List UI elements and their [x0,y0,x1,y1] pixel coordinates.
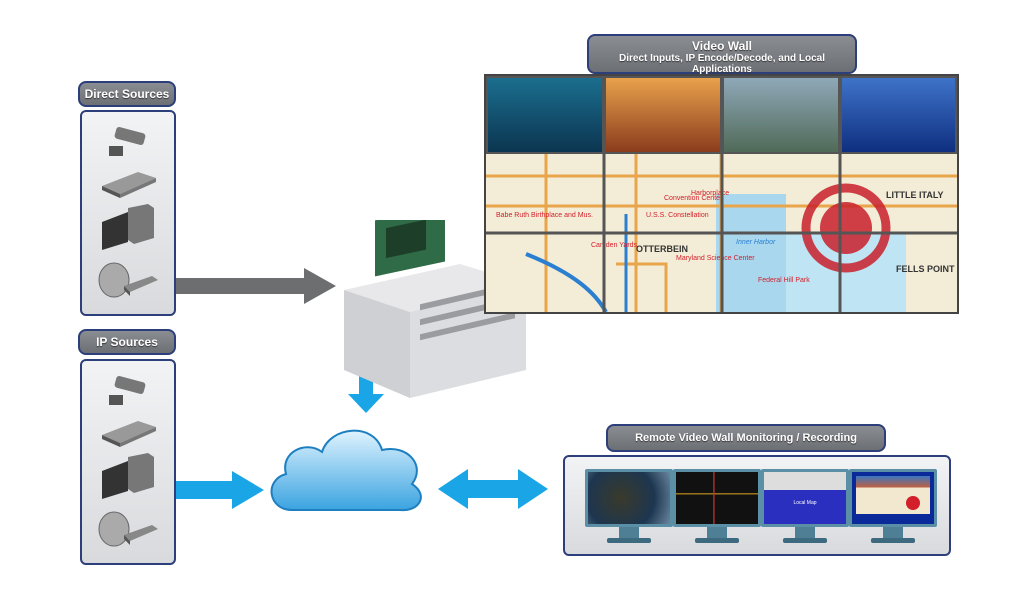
map-label: OTTERBEIN [636,244,688,254]
local-map-text: Local Map [764,472,846,524]
monitor-weather [585,469,673,543]
network-cloud-icon [270,429,422,512]
map-label: Camden Yards [591,242,638,249]
computer-icon [102,204,154,250]
computer-icon [102,453,154,499]
monitor-video-wall-preview [849,469,937,543]
satellite-receiver-icon [98,511,158,547]
ip-to-cloud-arrow [176,471,264,509]
direct-sources-panel [80,110,176,316]
map-label: U.S.S. Constellation [646,212,709,219]
remote-monitoring-label: Remote Video Wall Monitoring / Recording [606,424,886,452]
video-wall-subtitle: Direct Inputs, IP Encode/Decode, and Loc… [619,53,825,75]
monitor-local-map: Local Map [761,469,849,543]
remote-monitoring-panel: Local Map [563,455,951,556]
map-label: Convention Center [664,195,723,202]
camera-icon [109,375,146,405]
map-label: Babe Ruth Birthplace and Mus. [496,212,593,219]
tile-infographic [486,76,604,154]
video-wall-processor-server [344,220,526,398]
direct-sources-label: Direct Sources [78,81,176,107]
ip-sources-label: IP Sources [78,329,176,355]
ip-sources-panel [80,359,176,565]
direct-to-server-arrow [176,268,336,304]
video-wall-label: Video Wall Direct Inputs, IP Encode/Deco… [587,34,857,75]
map-label: Inner Harbor [736,239,776,246]
map-label: Maryland Science Center [676,255,755,262]
encoder-icon [102,172,156,198]
map-label: Harborplace [691,190,729,197]
satellite-receiver-icon [98,262,158,298]
camera-icon [109,126,146,156]
map-label: Federal Hill Park [758,277,810,284]
map-label: FELLS POINT [896,264,955,274]
encoder-icon [102,421,156,447]
monitor-schematic [673,469,761,543]
map-display: Convention Center U.S.S. Constellation C… [486,154,957,312]
map-label: LITTLE ITALY [886,190,944,200]
tile-breaking-news [840,76,957,154]
cloud-remote-double-arrow [438,469,548,509]
tile-traffic-camera [722,76,840,154]
video-wall-title: Video Wall [691,39,752,53]
video-wall: Convention Center U.S.S. Constellation C… [484,74,959,314]
tile-game-scene [604,76,722,154]
